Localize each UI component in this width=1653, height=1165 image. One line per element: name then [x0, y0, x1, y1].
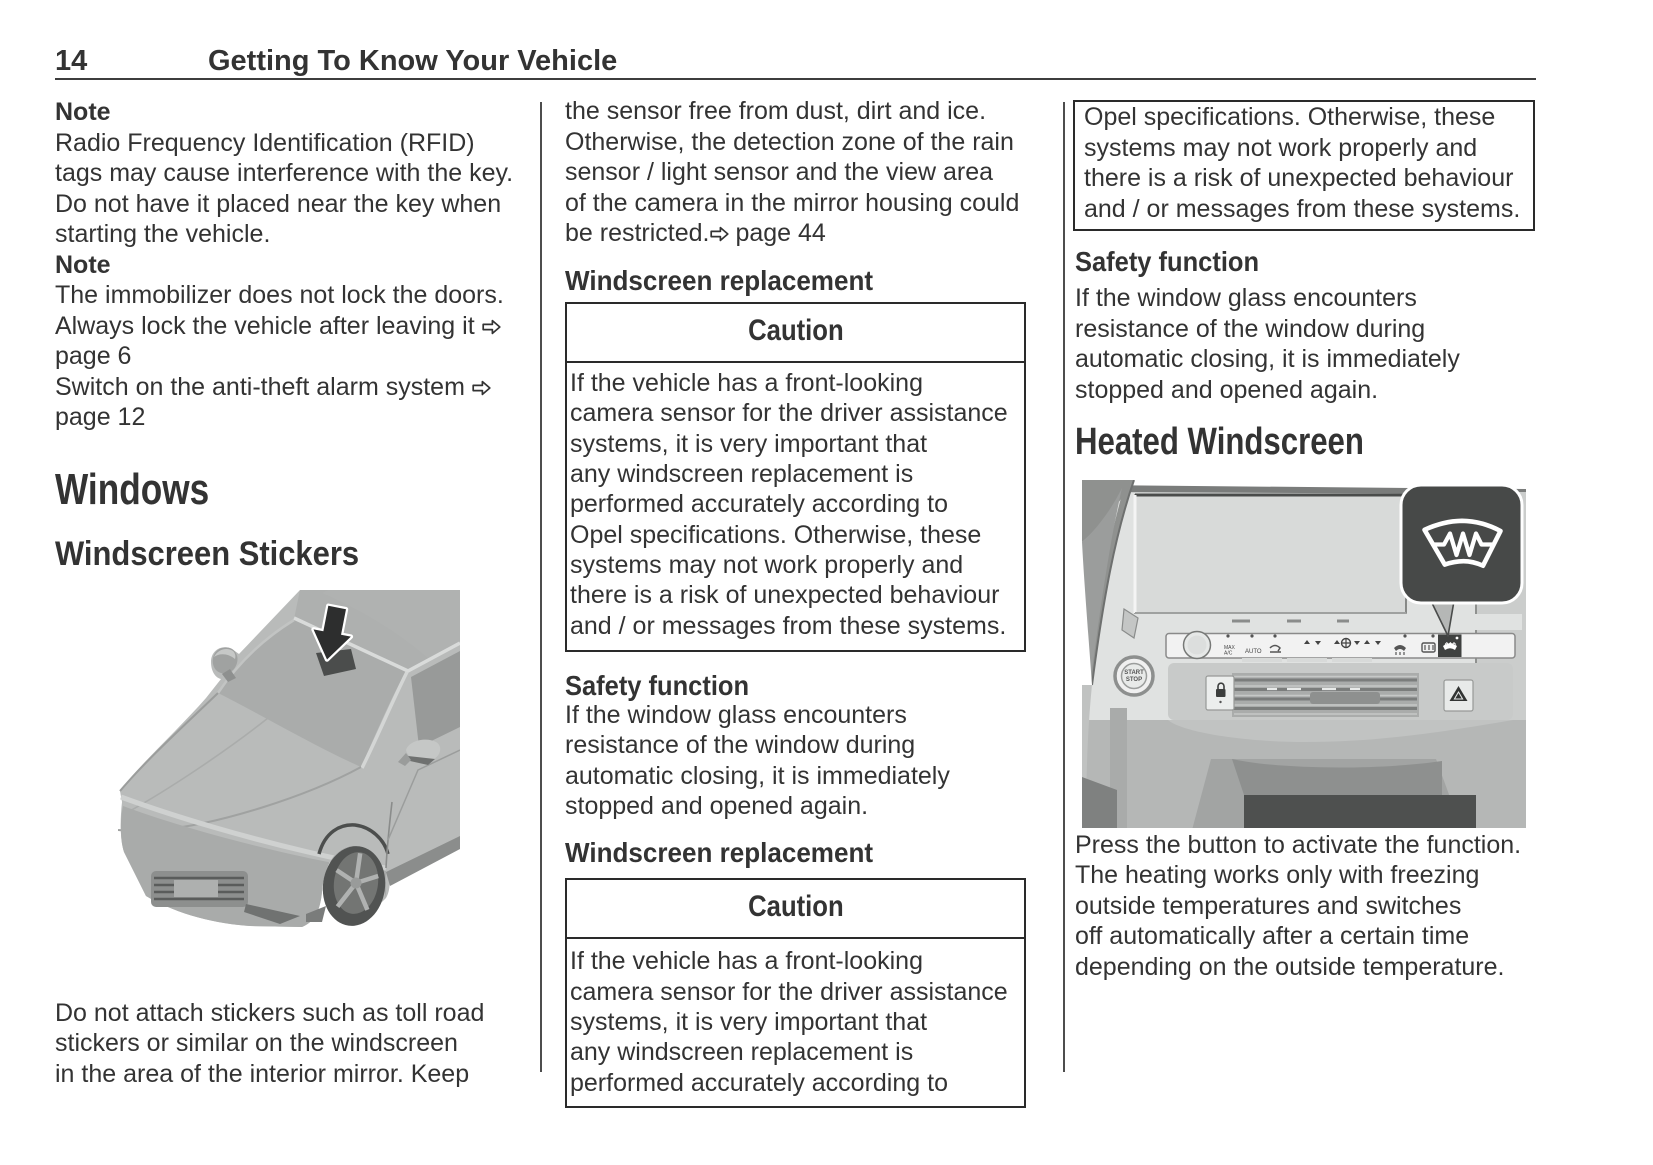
svg-text:A/C: A/C	[1224, 651, 1233, 657]
svg-text:MAX: MAX	[1224, 645, 1236, 651]
svg-text:START: START	[1124, 670, 1144, 676]
svg-text:STOP: STOP	[1126, 677, 1142, 683]
svg-text:AUTO: AUTO	[1245, 649, 1262, 655]
